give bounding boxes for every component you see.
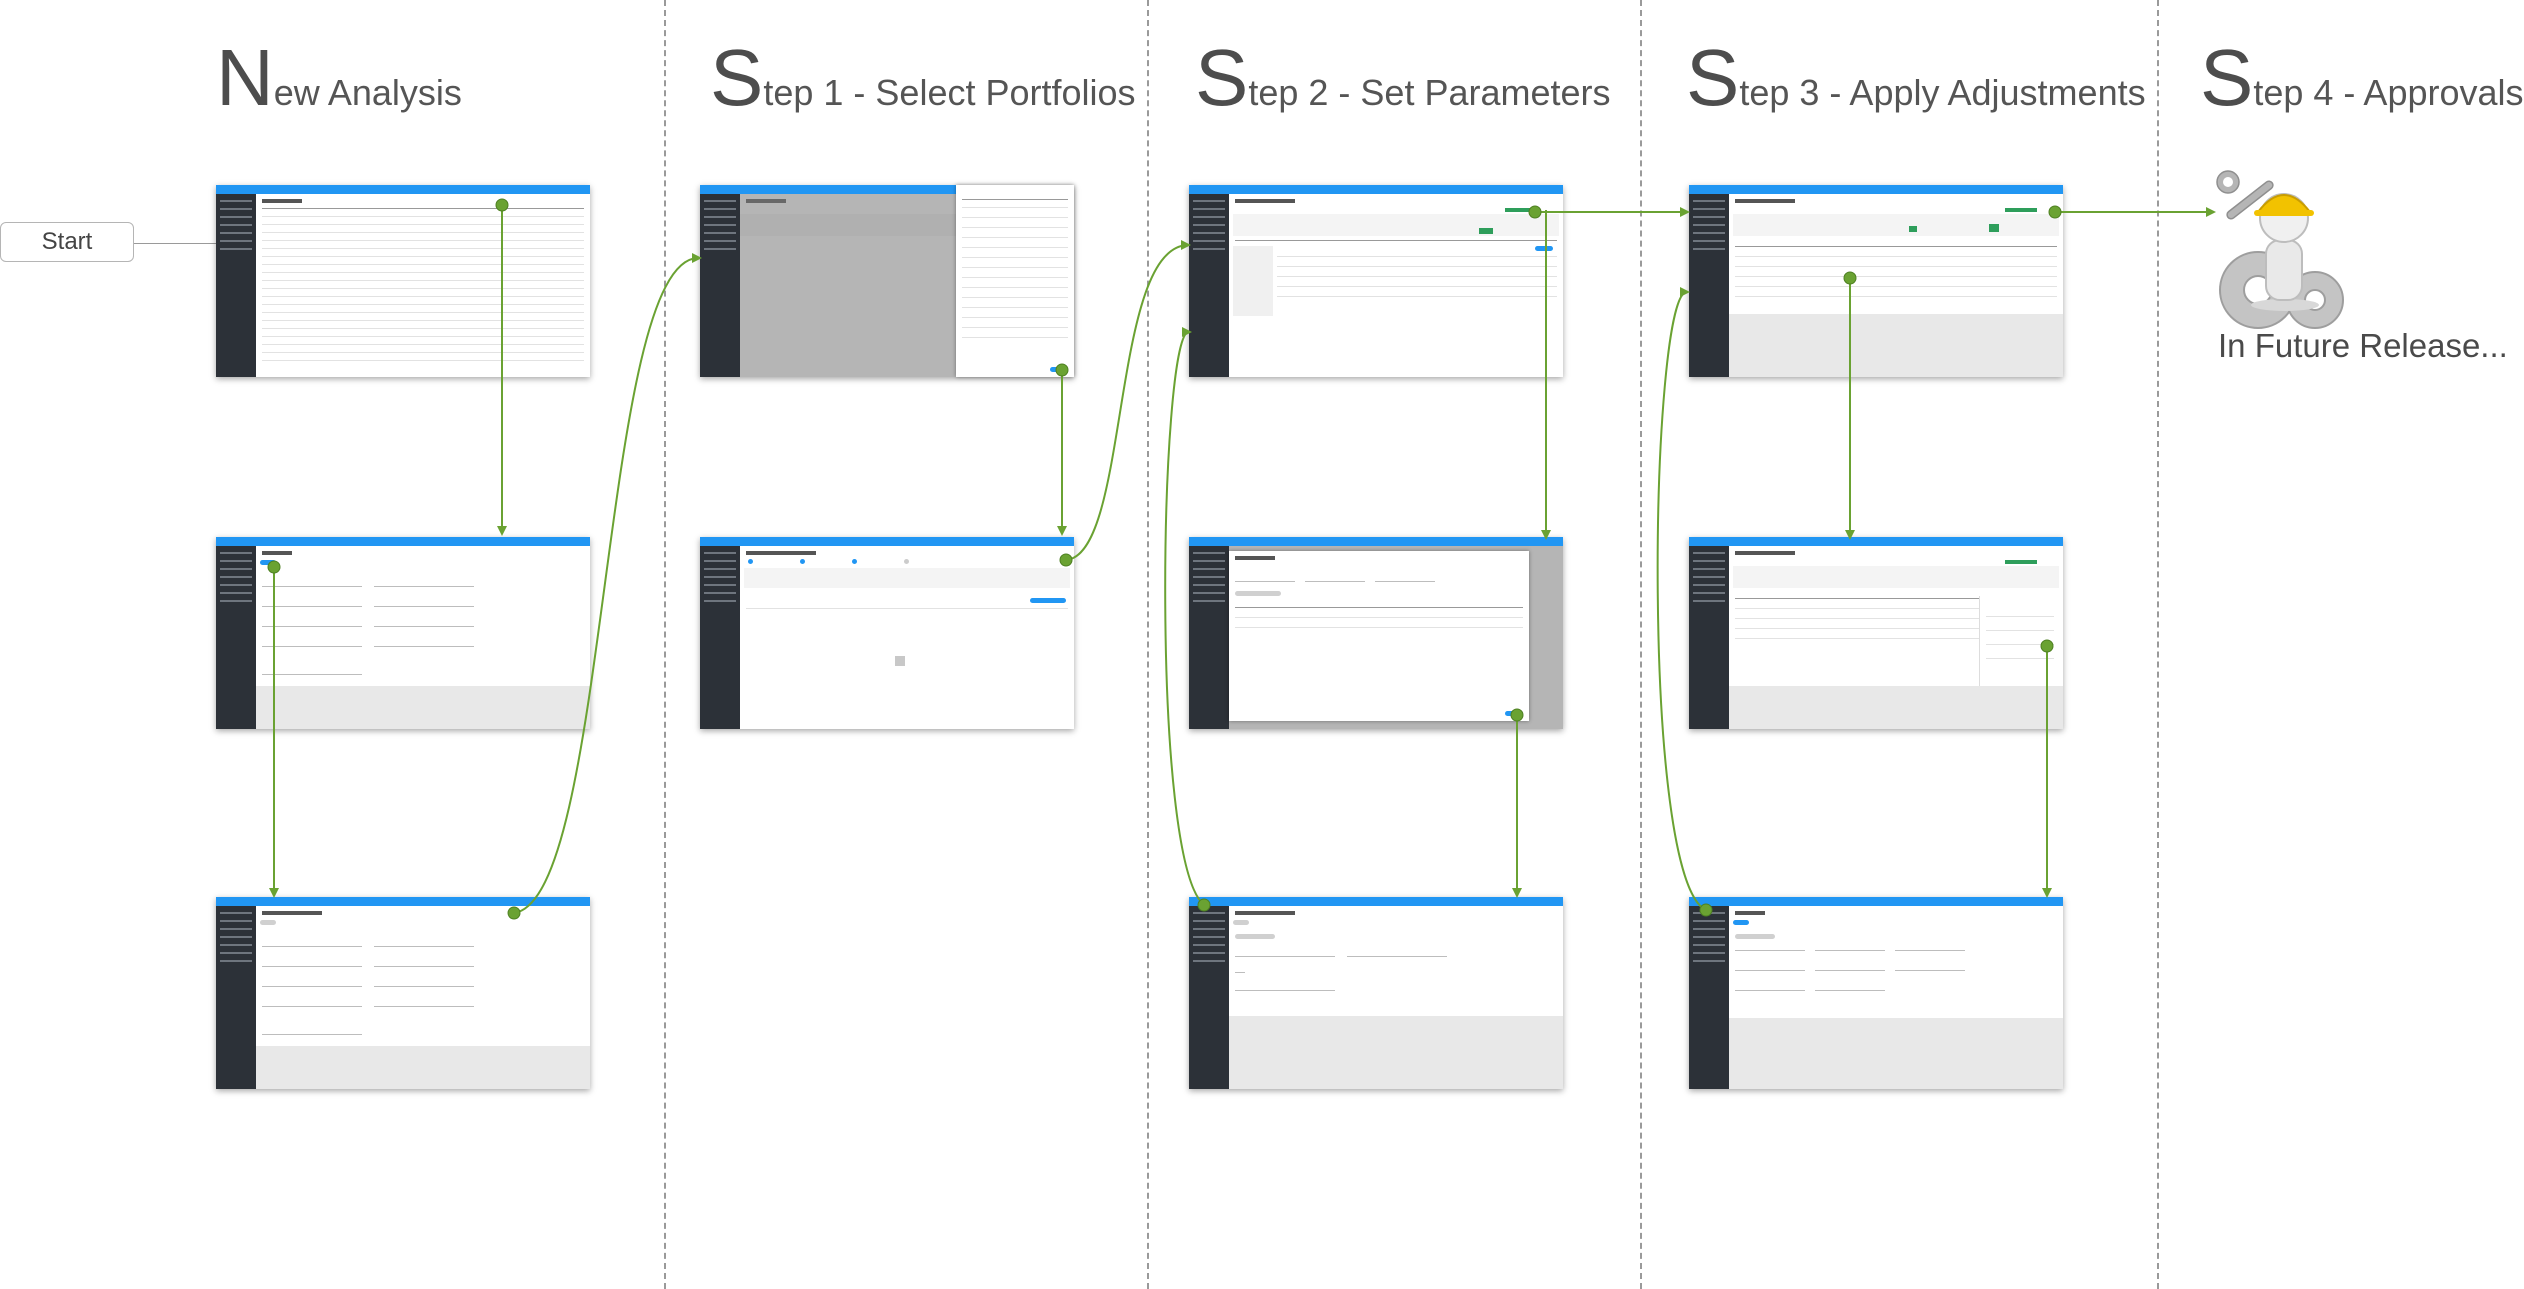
set-parameters-screen (1189, 185, 1563, 377)
column-divider (1640, 0, 1642, 1289)
column-divider (664, 0, 666, 1289)
adjustment-detail-screen (1689, 897, 2063, 1089)
new-analysis-form-screen (216, 537, 590, 729)
analysis-list-screen (216, 185, 590, 377)
apply-adjustments-screen (1689, 185, 2063, 377)
select-portfolios-dialog-screen (700, 185, 1074, 377)
heading-step-2: Step 2 - Set Parameters (1195, 33, 1611, 122)
column-divider (1147, 0, 1149, 1289)
allowance-form-screen (216, 897, 590, 1089)
start-label: Start (41, 228, 93, 255)
adjustments-panel-screen (1689, 537, 2063, 729)
column-divider (2157, 0, 2159, 1289)
selected-portfolios-screen (700, 537, 1074, 729)
connector-selected-to-step2 (1065, 244, 1188, 561)
default-segment-screen (1189, 897, 1563, 1089)
gear-icon (2219, 251, 2344, 329)
segment-filter-dialog-screen (1189, 537, 1563, 729)
heading-step-3: Step 3 - Apply Adjustments (1686, 33, 2146, 122)
future-release-label: In Future Release... (2218, 327, 2508, 364)
heading-step-1: Step 1 - Select Portfolios (710, 33, 1136, 122)
heading-step-4: Step 4 - Approvals (2200, 33, 2524, 122)
worker-figure (2216, 170, 2319, 311)
heading-new-analysis: New Analysis (216, 33, 462, 122)
start-connector (134, 243, 216, 244)
start-node: Start (0, 222, 134, 262)
